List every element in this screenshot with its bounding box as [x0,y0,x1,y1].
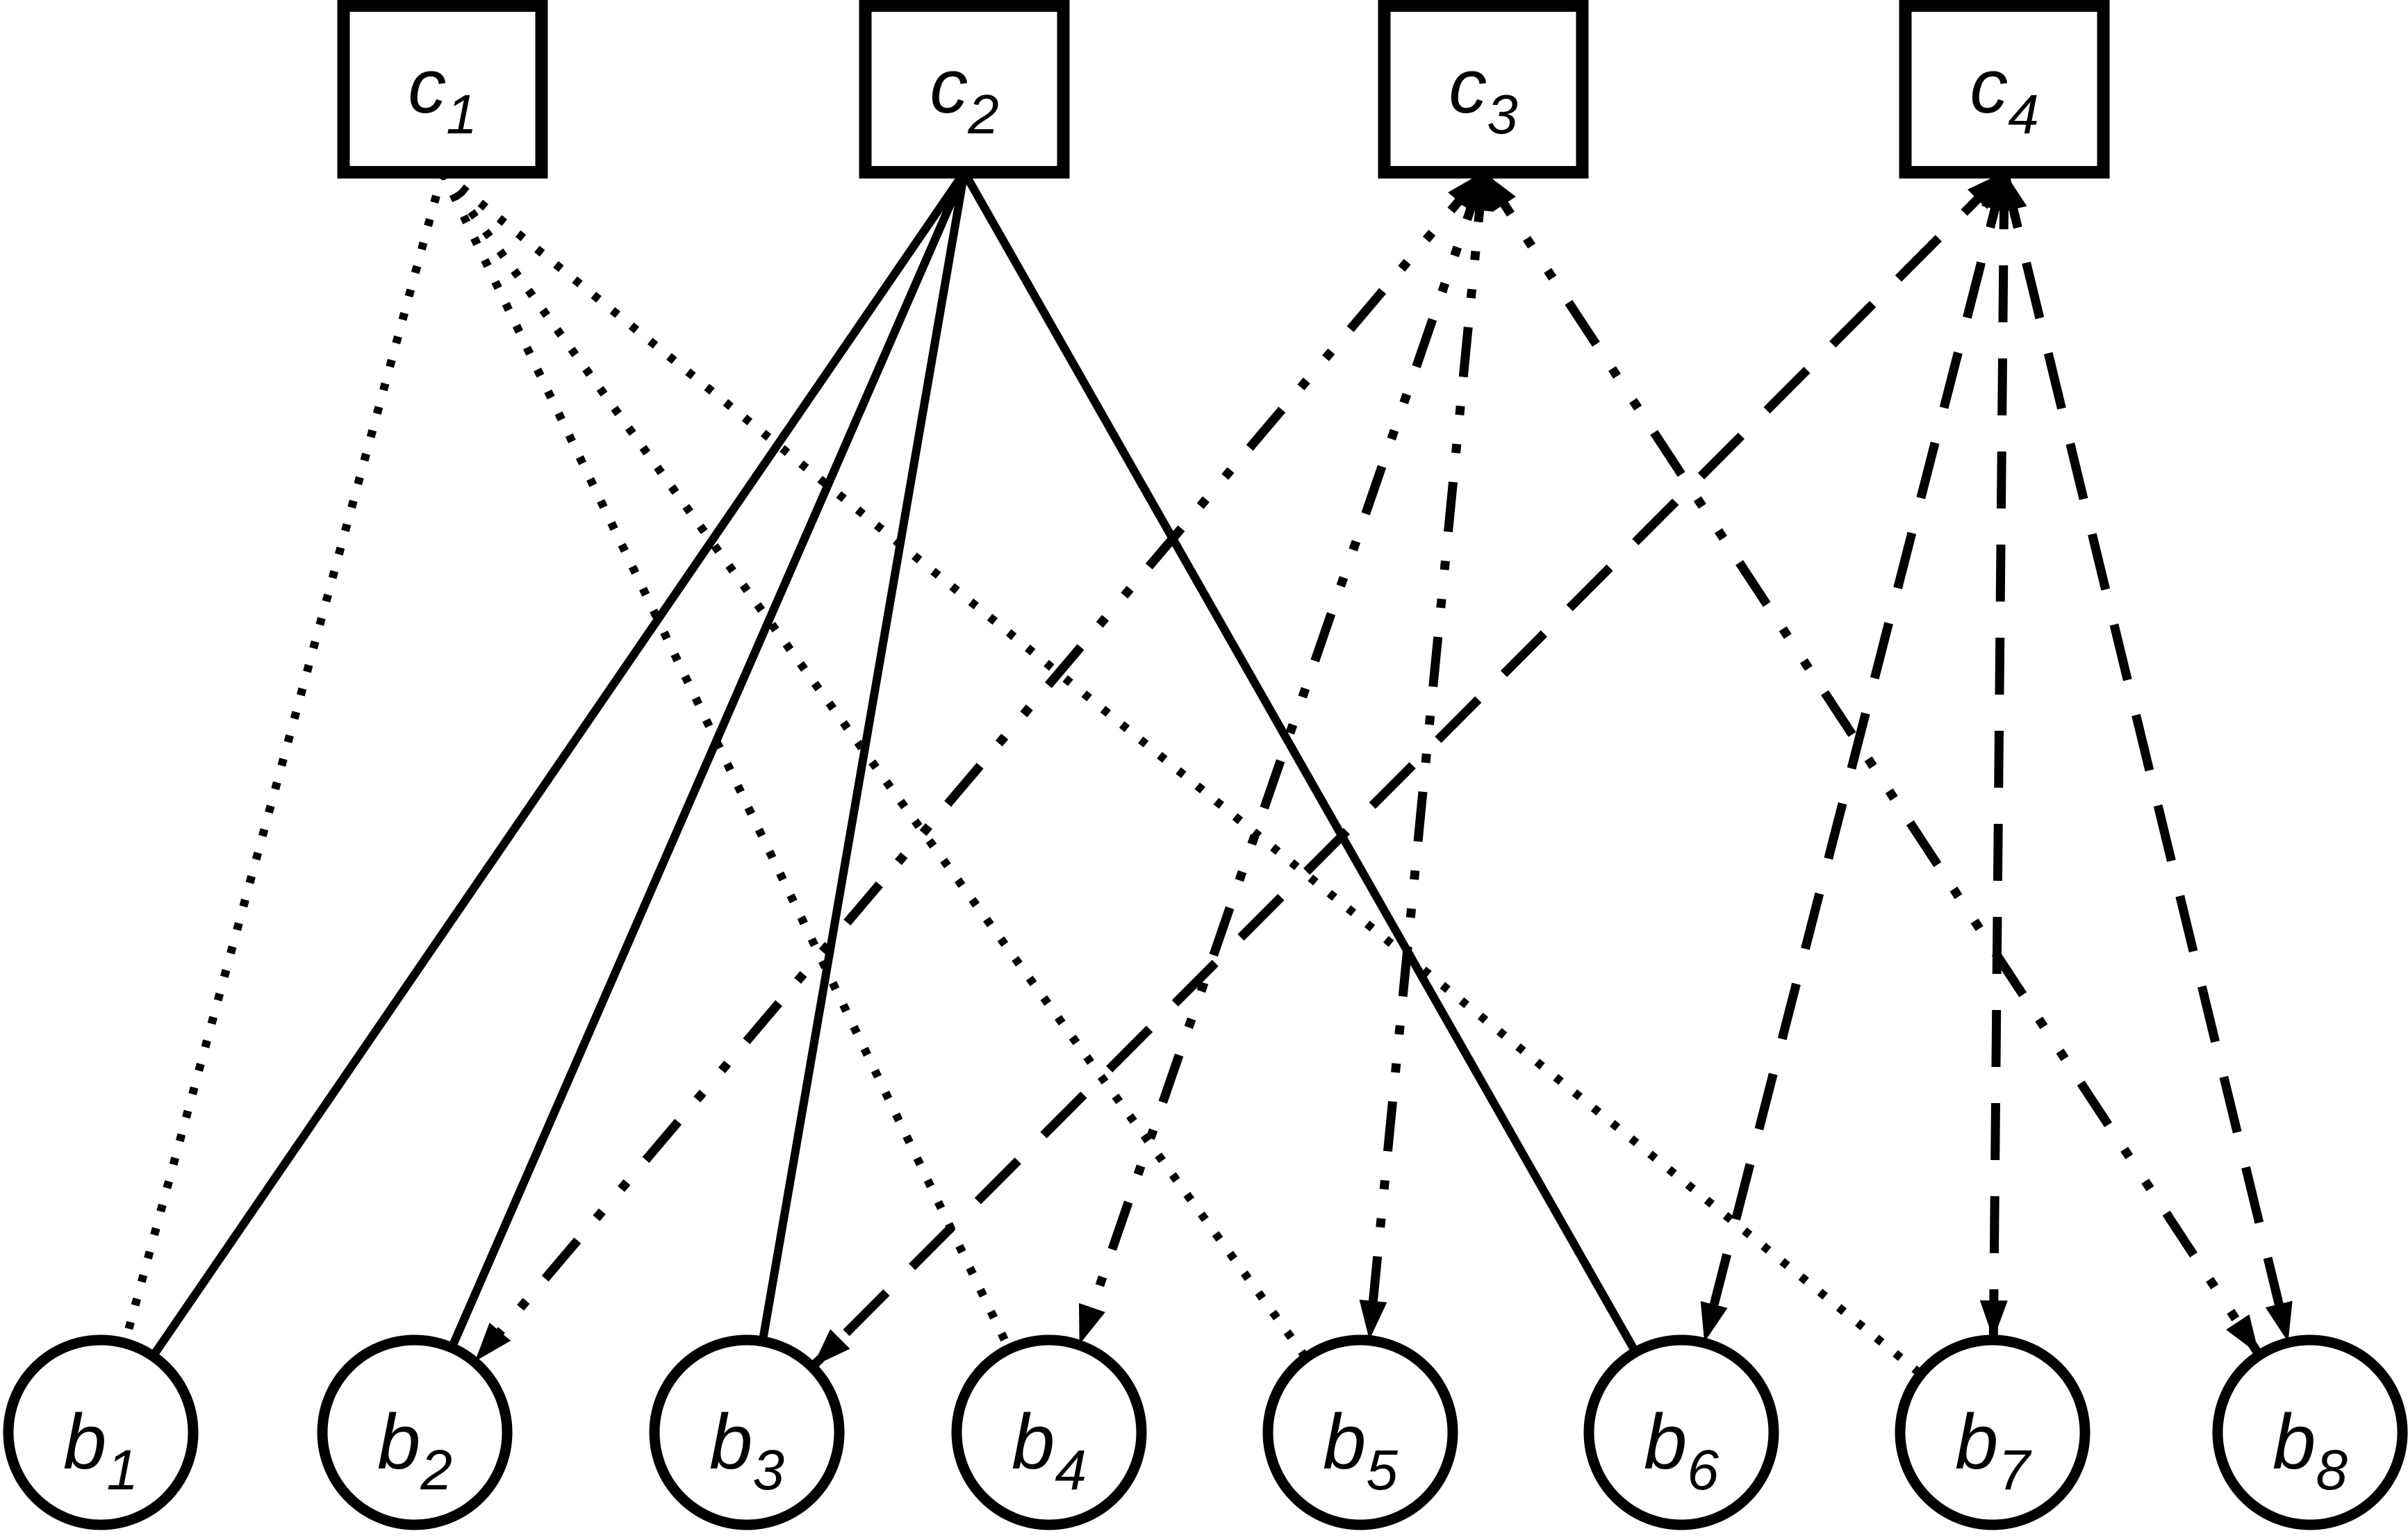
square-shape-c2 [859,0,1070,179]
edge-c4-b6 [1700,171,2009,1343]
square-label-c4: c4 [1970,44,2039,145]
edge-c2-b3 [759,171,968,1341]
square-node-c3: c3 [1378,0,1589,179]
edges-layer [121,169,2293,1377]
square-shape-c3 [1378,0,1589,179]
circle-label-b5: b5 [1323,1398,1398,1502]
circle-shape-b8 [2212,1334,2408,1530]
circle-label-b2: b2 [377,1398,452,1502]
edge-c4-b7 [1979,172,2018,1339]
circle-node-b8: b8 [2212,1334,2408,1530]
circle-node-b4: b4 [951,1334,1147,1530]
edge-c3-b8 [1479,169,2263,1357]
square-shape-c4 [1899,0,2110,179]
circle-shape-b5 [1262,1334,1458,1530]
circle-shape-b7 [1895,1334,2090,1530]
circle-label-b8: b8 [2273,1398,2348,1502]
edge-c2-b1 [150,169,968,1357]
edge-c1-b5 [439,169,1309,1359]
circle-label-b4: b4 [1012,1398,1087,1502]
circle-node-b6: b6 [1583,1334,1779,1530]
circle-shape-b2 [317,1334,513,1530]
circle-label-b6: b6 [1644,1398,1719,1502]
circle-shape-b6 [1583,1334,1779,1530]
circle-node-b3: b3 [649,1334,845,1530]
circle-shape-b1 [3,1334,199,1530]
edge-c4-b8 [1999,171,2293,1343]
square-shape-c1 [337,0,548,179]
circle-node-b1: b1 [3,1334,199,1530]
square-node-c2: c2 [859,0,1070,179]
square-node-c1: c1 [337,0,548,179]
circle-label-b1: b1 [63,1398,138,1502]
circle-shape-b4 [951,1334,1147,1530]
edge-c3-b2 [472,169,1487,1364]
circle-label-b7: b7 [1955,1398,2032,1502]
square-label-c3: c3 [1449,44,1518,145]
circle-label-b3: b3 [709,1398,784,1502]
edge-c4-b3 [809,169,2008,1369]
circle-node-b7: b7 [1895,1334,2090,1530]
square-label-c1: c1 [408,44,477,145]
edge-c1-b7 [440,169,1923,1377]
square-node-c4: c4 [1899,0,2110,179]
square-label-c2: c2 [930,44,999,145]
edge-c2-b6 [960,170,1639,1353]
circle-node-b2: b2 [317,1334,513,1530]
circle-shape-b3 [649,1334,845,1530]
circle-node-b5: b5 [1262,1334,1458,1530]
nodes-layer: c1 c2 c3 c4 b1 b2 b3 b4 b5 b6 b7 b8 [3,0,2408,1530]
